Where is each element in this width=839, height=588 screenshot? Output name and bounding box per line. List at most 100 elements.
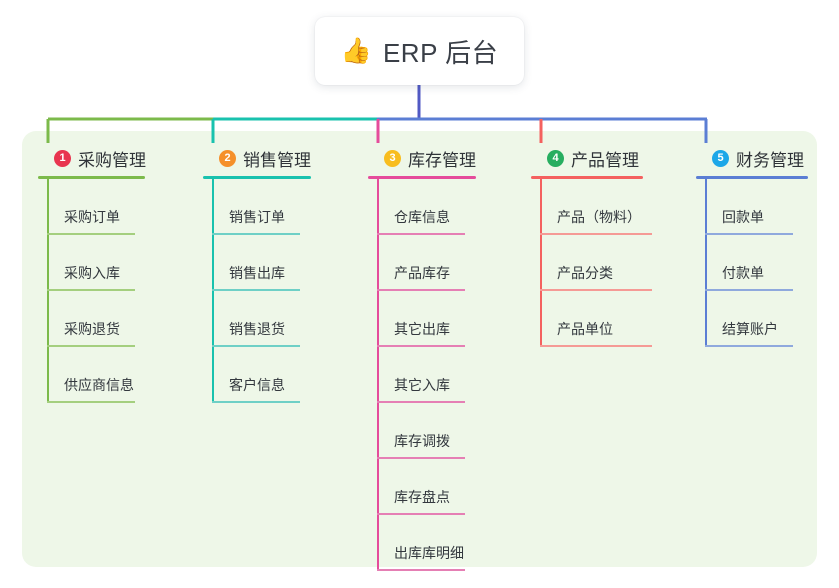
leaf-node[interactable]: 库存盘点 xyxy=(368,459,518,515)
branch-column-3: 3 库存管理仓库信息产品库存其它出库其它入库库存调拨库存盘点出库库明细 xyxy=(368,146,518,571)
branch-spine xyxy=(705,179,707,347)
branch-title: 库存管理 xyxy=(408,150,476,170)
branch-number-badge: 3 xyxy=(384,149,401,167)
leaf-node[interactable]: 仓库信息 xyxy=(368,179,518,235)
leaf-node[interactable]: 采购退货 xyxy=(38,291,188,347)
leaf-underline xyxy=(377,289,465,291)
leaf-node[interactable]: 采购入库 xyxy=(38,235,188,291)
leaf-label: 销售订单 xyxy=(229,209,285,225)
branch-header-3[interactable]: 3 库存管理 xyxy=(368,146,518,170)
leaf-label: 回款单 xyxy=(722,209,764,225)
leaf-underline xyxy=(377,345,465,347)
branch-header-2[interactable]: 2 销售管理 xyxy=(203,146,353,170)
branch-column-1: 1 采购管理采购订单采购入库采购退货供应商信息 xyxy=(38,146,188,403)
branch-header-1[interactable]: 1 采购管理 xyxy=(38,146,188,170)
branch-items: 仓库信息产品库存其它出库其它入库库存调拨库存盘点出库库明细 xyxy=(368,179,518,571)
root-node[interactable]: 👍 ERP 后台 xyxy=(315,17,524,85)
leaf-underline xyxy=(705,289,793,291)
branch-underline xyxy=(531,176,643,179)
leaf-underline xyxy=(212,233,300,235)
leaf-label: 付款单 xyxy=(722,265,764,281)
leaf-label: 采购退货 xyxy=(64,321,120,337)
branch-title: 销售管理 xyxy=(243,150,311,170)
leaf-label: 库存盘点 xyxy=(394,489,450,505)
branch-underline xyxy=(203,176,311,179)
leaf-node[interactable]: 销售订单 xyxy=(203,179,353,235)
leaf-node[interactable]: 销售出库 xyxy=(203,235,353,291)
branch-header-5[interactable]: 5 财务管理 xyxy=(696,146,836,170)
branch-title: 财务管理 xyxy=(736,150,804,170)
leaf-underline xyxy=(47,289,135,291)
branch-items: 销售订单销售出库销售退货客户信息 xyxy=(203,179,353,403)
leaf-label: 销售退货 xyxy=(229,321,285,337)
leaf-node[interactable]: 结算账户 xyxy=(696,291,836,347)
leaf-label: 产品单位 xyxy=(557,321,613,337)
diagram-background-panel xyxy=(22,131,817,567)
thumbs-up-icon: 👍 xyxy=(340,36,372,65)
branch-items: 产品（物料） 产品分类产品单位 xyxy=(531,179,691,347)
leaf-node[interactable]: 客户信息 xyxy=(203,347,353,403)
leaf-node[interactable]: 付款单 xyxy=(696,235,836,291)
branch-number-badge: 2 xyxy=(219,149,236,167)
leaf-label: 其它入库 xyxy=(394,377,450,393)
leaf-underline xyxy=(212,345,300,347)
branch-spine xyxy=(212,179,214,403)
leaf-underline xyxy=(377,401,465,403)
leaf-node[interactable]: 供应商信息 xyxy=(38,347,188,403)
leaf-underline xyxy=(212,289,300,291)
branch-number-badge: 5 xyxy=(712,149,729,167)
branch-number-badge: 1 xyxy=(54,149,71,167)
branch-title: 采购管理 xyxy=(78,150,146,170)
branch-column-2: 2 销售管理销售订单销售出库销售退货客户信息 xyxy=(203,146,353,403)
leaf-label: 产品分类 xyxy=(557,265,613,281)
leaf-node[interactable]: 产品单位 xyxy=(531,291,691,347)
branch-column-4: 4 产品管理产品（物料） 产品分类产品单位 xyxy=(531,146,691,347)
branch-underline xyxy=(696,176,808,179)
leaf-label: 其它出库 xyxy=(394,321,450,337)
branch-underline xyxy=(38,176,145,179)
leaf-node[interactable]: 销售退货 xyxy=(203,291,353,347)
leaf-node[interactable]: 采购订单 xyxy=(38,179,188,235)
leaf-underline xyxy=(47,233,135,235)
leaf-label: 采购入库 xyxy=(64,265,120,281)
leaf-underline xyxy=(377,457,465,459)
leaf-label: 产品库存 xyxy=(394,265,450,281)
branch-title: 产品管理 xyxy=(571,150,639,170)
leaf-label: 客户信息 xyxy=(229,377,285,393)
leaf-underline xyxy=(705,345,793,347)
leaf-underline xyxy=(377,513,465,515)
branch-spine xyxy=(47,179,49,403)
leaf-node[interactable]: 出库库明细 xyxy=(368,515,518,571)
branch-spine xyxy=(540,179,542,347)
root-node-content: 👍 ERP 后台 xyxy=(341,33,498,70)
leaf-underline xyxy=(540,289,652,291)
leaf-node[interactable]: 产品（物料） xyxy=(531,179,691,235)
leaf-node[interactable]: 回款单 xyxy=(696,179,836,235)
leaf-node[interactable]: 产品库存 xyxy=(368,235,518,291)
branch-number-badge: 4 xyxy=(547,149,564,167)
leaf-label: 销售出库 xyxy=(229,265,285,281)
leaf-node[interactable]: 库存调拨 xyxy=(368,403,518,459)
leaf-label: 产品（物料） xyxy=(557,209,641,225)
leaf-underline xyxy=(377,233,465,235)
leaf-underline xyxy=(47,345,135,347)
branch-header-4[interactable]: 4 产品管理 xyxy=(531,146,691,170)
leaf-underline xyxy=(212,401,300,403)
leaf-node[interactable]: 产品分类 xyxy=(531,235,691,291)
leaf-underline xyxy=(47,401,135,403)
leaf-underline xyxy=(540,233,652,235)
root-node-title: ERP 后台 xyxy=(382,37,499,68)
leaf-underline xyxy=(540,345,652,347)
leaf-node[interactable]: 其它出库 xyxy=(368,291,518,347)
leaf-underline xyxy=(705,233,793,235)
branch-column-5: 5 财务管理回款单付款单结算账户 xyxy=(696,146,836,347)
branch-spine xyxy=(377,179,379,571)
leaf-label: 供应商信息 xyxy=(64,377,134,393)
leaf-label: 仓库信息 xyxy=(394,209,450,225)
branch-items: 回款单付款单结算账户 xyxy=(696,179,836,347)
leaf-node[interactable]: 其它入库 xyxy=(368,347,518,403)
leaf-label: 结算账户 xyxy=(722,321,778,337)
branch-underline xyxy=(368,176,476,179)
leaf-label: 采购订单 xyxy=(64,209,120,225)
